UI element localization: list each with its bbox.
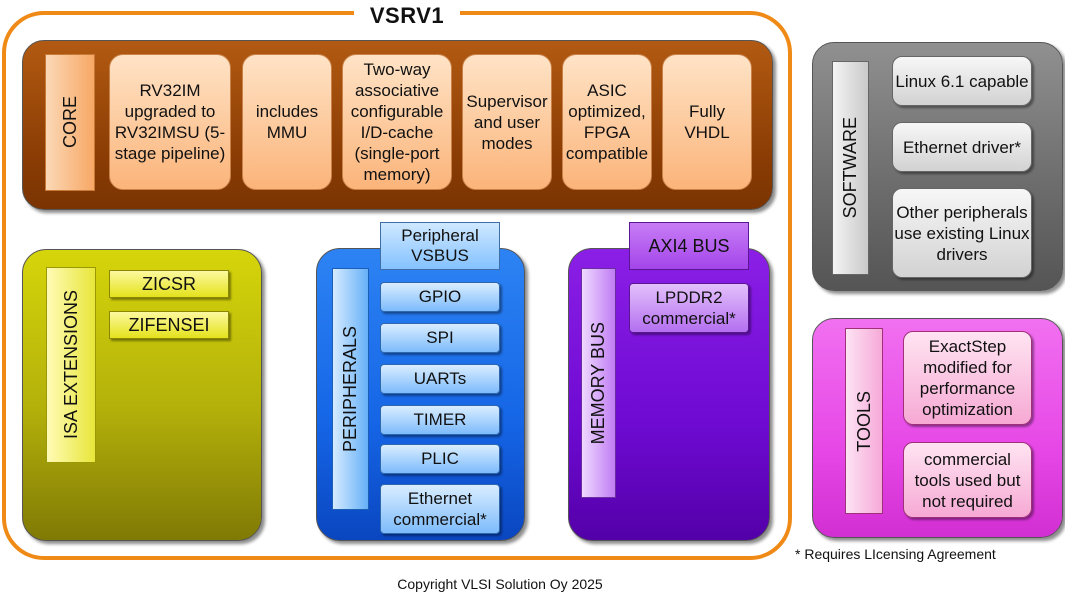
core-card-asic: ASIC optimized, FPGA compatible [562,54,652,190]
peripheral-item-spi: SPI [380,323,500,353]
licensing-note: * Requires LIcensing Agreement [795,546,996,562]
peripherals-label-text: PERIPHERALS [340,325,360,453]
memory-label-text: MEMORY BUS [588,321,608,445]
tools-label-text: TOOLS [853,390,874,452]
peripheral-item-timer: TIMER [380,405,500,435]
tools-item-exactstep: ExactStep modified for performance optim… [903,331,1032,425]
core-card-isa: RV32IM upgraded to RV32IMSU (5-stage pip… [109,54,231,190]
tools-item-commercial: commercial tools used but not required [903,442,1032,518]
isa-label: ISA EXTENSIONS [46,267,96,463]
peripheral-item-gpio: GPIO [380,282,500,312]
core-card-mmu: includes MMU [242,54,332,190]
software-item-linux: Linux 6.1 capable [892,56,1032,106]
tools-label: TOOLS [845,328,883,514]
axi4-bus: AXI4 BUS [629,222,749,270]
peripheral-item-plic: PLIC [380,444,500,474]
peripherals-label: PERIPHERALS [332,268,369,510]
software-item-other-drivers: Other peripherals use existing Linux dri… [892,188,1032,278]
isa-item-zicsr: ZICSR [109,270,229,298]
memory-label: MEMORY BUS [581,268,616,498]
core-label-text: CORE [59,96,80,149]
core-card-cache: Two-way associative configurable I/D-cac… [342,54,452,190]
diagram-title: VSRV1 [354,2,460,30]
isa-label-text: ISA EXTENSIONS [60,290,81,440]
copyright: Copyright VLSI Solution Oy 2025 [397,576,603,592]
peripheral-item-uarts: UARTs [380,364,500,394]
peripheral-bus: Peripheral VSBUS [380,222,500,270]
core-card-modes: Supervisor and user modes [462,54,552,190]
core-card-vhdl: Fully VHDL [662,54,752,190]
software-label: SOFTWARE [832,61,869,275]
software-label-text: SOFTWARE [840,117,860,219]
isa-item-zifensei: ZIFENSEI [109,311,229,339]
peripheral-item-ethernet: Ethernet commercial* [380,484,500,534]
core-label: CORE [45,54,95,191]
memory-item-lpddr2: LPDDR2 commercial* [629,283,749,333]
software-item-ethernet-driver: Ethernet driver* [892,122,1032,172]
